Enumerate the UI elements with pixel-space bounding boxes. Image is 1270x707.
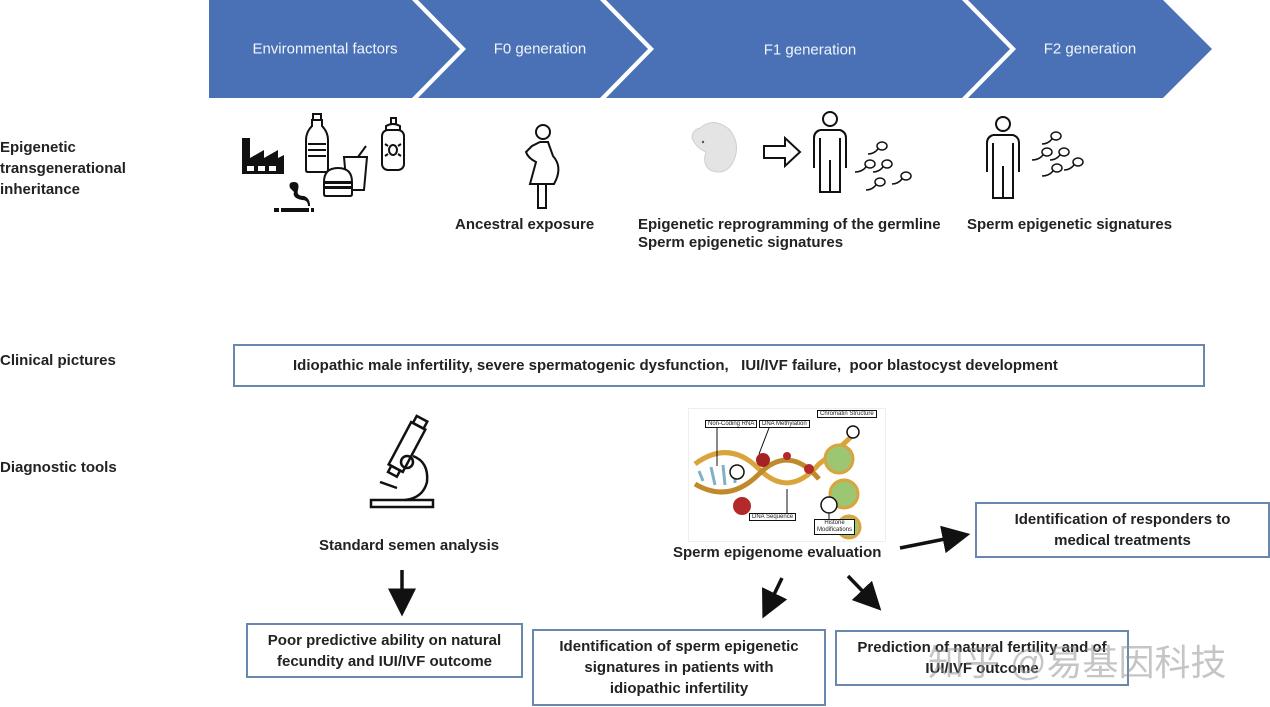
chevron-environmental-factors (209, 0, 460, 98)
row-label-inheritance: Epigenetic transgenerational inheritance (0, 137, 126, 200)
row-label-line: transgenerational (0, 160, 126, 177)
box-line: Prediction of natural fertility and of (857, 639, 1107, 656)
sperm-cells-icon (854, 141, 912, 191)
box-identification-signatures: Identification of sperm epigenetic signa… (532, 629, 826, 706)
caption-sperm-signatures-f2: Sperm epigenetic signatures (967, 216, 1173, 233)
row-label-line: inheritance (0, 181, 81, 198)
chevron-label-f2: F2 generation (1043, 40, 1137, 58)
caption-sperm-epigenome-evaluation: Sperm epigenome evaluation (673, 544, 882, 561)
f1-icons (691, 111, 912, 193)
label-dna-methylation: DNA Methylation (759, 420, 810, 428)
embryo-icon (691, 122, 737, 173)
chevron-f1-generation (606, 0, 1010, 98)
chevron-label-environmental: Environmental factors (252, 40, 398, 58)
caption-ancestral-exposure: Ancestral exposure (455, 216, 595, 233)
chevron-f2-generation (968, 0, 1212, 98)
cigarette-smoke-icon (274, 182, 314, 212)
arrow-epigenome-to-identification (762, 577, 788, 619)
label-non-coding-rna: Non-Coding RNA (705, 420, 758, 428)
arrow-epigenome-to-prediction (846, 574, 882, 611)
row-label-diagnostic: Diagnostic tools (0, 459, 117, 476)
watermark: 知乎 @易基因科技 (928, 642, 1227, 683)
box-poor-predictive-ability: Poor predictive ability on natural fecun… (246, 623, 523, 678)
box-line: Poor predictive ability on natural (267, 631, 502, 649)
chevron-f0-generation (418, 0, 648, 98)
caption-line: Epigenetic reprogramming of the germline (638, 216, 941, 233)
arrow-epigenome-to-responders (899, 525, 971, 554)
insecticide-spray-icon (381, 117, 405, 171)
box-line: signatures in patients with (584, 659, 774, 676)
box-line: IUI/IVF outcome (925, 660, 1039, 677)
sperm-cells-icon (1031, 131, 1084, 177)
row-label-line: Epigenetic (0, 139, 76, 156)
chevron-label-f1: F1 generation (763, 41, 857, 59)
man-icon (813, 111, 847, 193)
clinical-pictures-text: Idiopathic male infertility, severe sper… (293, 357, 1058, 374)
clinical-pictures-box: Idiopathic male infertility, severe sper… (233, 344, 1205, 387)
label-line: Histone (824, 520, 845, 526)
box-line: Identification of sperm epigenetic (559, 638, 799, 655)
caption-germline-reprogramming: Epigenetic reprogramming of the germline… (638, 216, 941, 251)
caption-line: Sperm epigenetic signatures (638, 234, 844, 251)
generation-chevron-bar (209, 0, 1212, 98)
box-line: medical treatments (1054, 532, 1191, 549)
epigenome-illustration (693, 425, 862, 540)
epigenome-figure: Non-Coding RNA DNA Methylation Chromatin… (688, 408, 886, 542)
factory-icon (242, 138, 284, 174)
box-line: idiopathic infertility (609, 680, 749, 697)
label-line: Modifications (817, 527, 853, 533)
microscope-icon (369, 414, 435, 509)
fast-food-icon (322, 145, 369, 197)
label-chromatin-structure: Chromatin Structure (817, 410, 877, 418)
label-histone-modifications: Histone Modifications (814, 519, 856, 535)
environmental-icons (242, 113, 405, 212)
f2-icons (986, 116, 1084, 199)
row-label-clinical: Clinical pictures (0, 352, 116, 369)
arrow-right-icon (763, 135, 802, 169)
chevron-label-f0: F0 generation (493, 40, 587, 58)
label-dna-sequence: DNA Sequence (749, 513, 797, 521)
man-icon (986, 116, 1020, 199)
box-prediction-outcome: Prediction of natural fertility and of I… (835, 630, 1129, 686)
box-line: Identification of responders to (1014, 511, 1231, 528)
box-identification-responders: Identification of responders to medical … (975, 502, 1270, 558)
caption-standard-semen-analysis: Standard semen analysis (319, 537, 500, 554)
box-line: fecundity and IUI/IVF outcome (276, 652, 493, 670)
pregnant-woman-icon (524, 124, 560, 209)
